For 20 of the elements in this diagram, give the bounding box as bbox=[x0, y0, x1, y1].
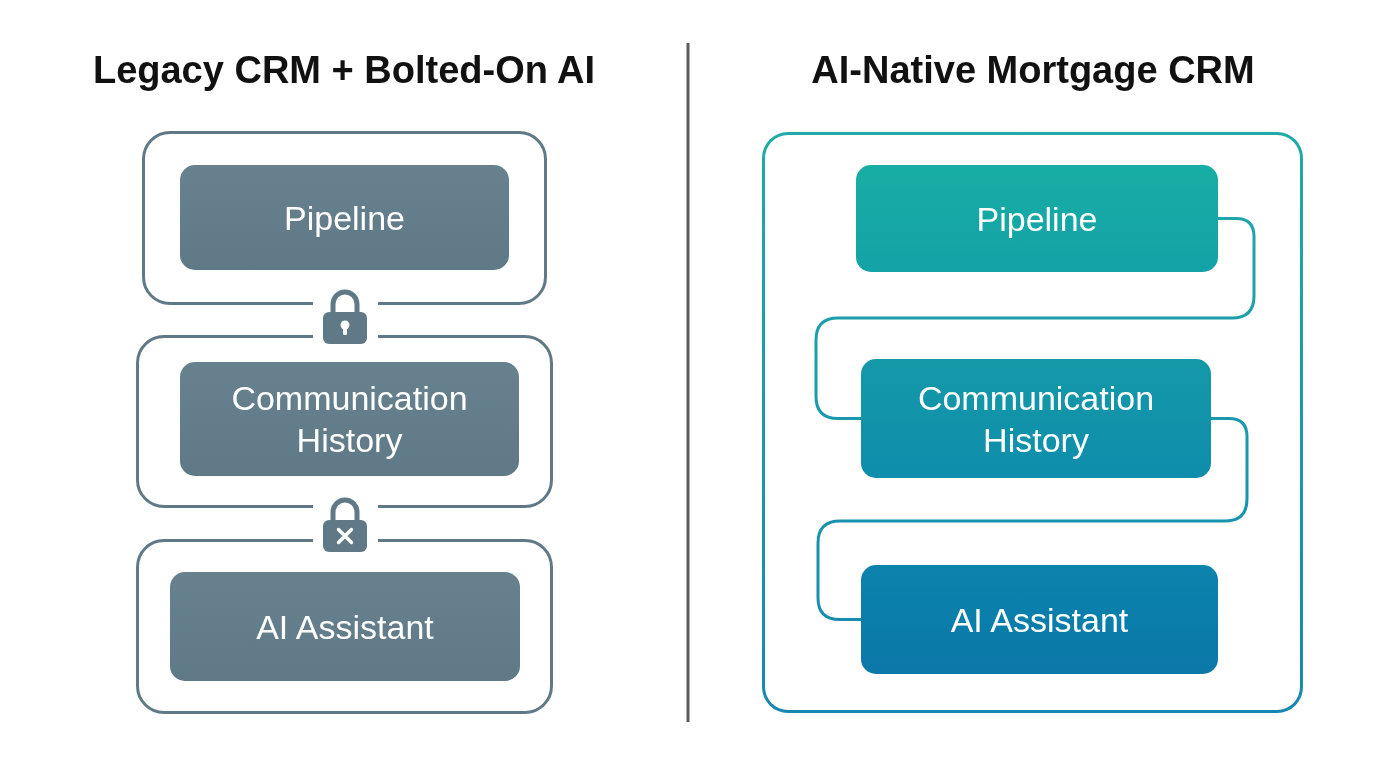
container-frame bbox=[136, 335, 553, 508]
module-box bbox=[170, 572, 520, 681]
module-label: Pipeline bbox=[976, 198, 1098, 240]
container-frame bbox=[136, 539, 553, 714]
module-label: Communication History bbox=[230, 378, 469, 461]
panel-title: Legacy CRM + Bolted-On AI bbox=[92, 49, 596, 91]
container-frame bbox=[142, 131, 547, 305]
platform-frame bbox=[762, 132, 1303, 713]
connector-line bbox=[816, 417, 1249, 621]
module-box bbox=[856, 165, 1218, 272]
module-label: Communication History bbox=[916, 377, 1156, 461]
module-box bbox=[861, 565, 1218, 674]
module-label: AI Assistant bbox=[950, 599, 1129, 641]
connector-line bbox=[814, 217, 1256, 420]
panel-title: AI-Native Mortgage CRM bbox=[811, 49, 1255, 91]
module-label: AI Assistant bbox=[256, 606, 434, 648]
module-box bbox=[180, 165, 509, 270]
module-box bbox=[861, 359, 1211, 478]
module-label: Pipeline bbox=[284, 197, 405, 239]
module-box bbox=[180, 362, 519, 476]
